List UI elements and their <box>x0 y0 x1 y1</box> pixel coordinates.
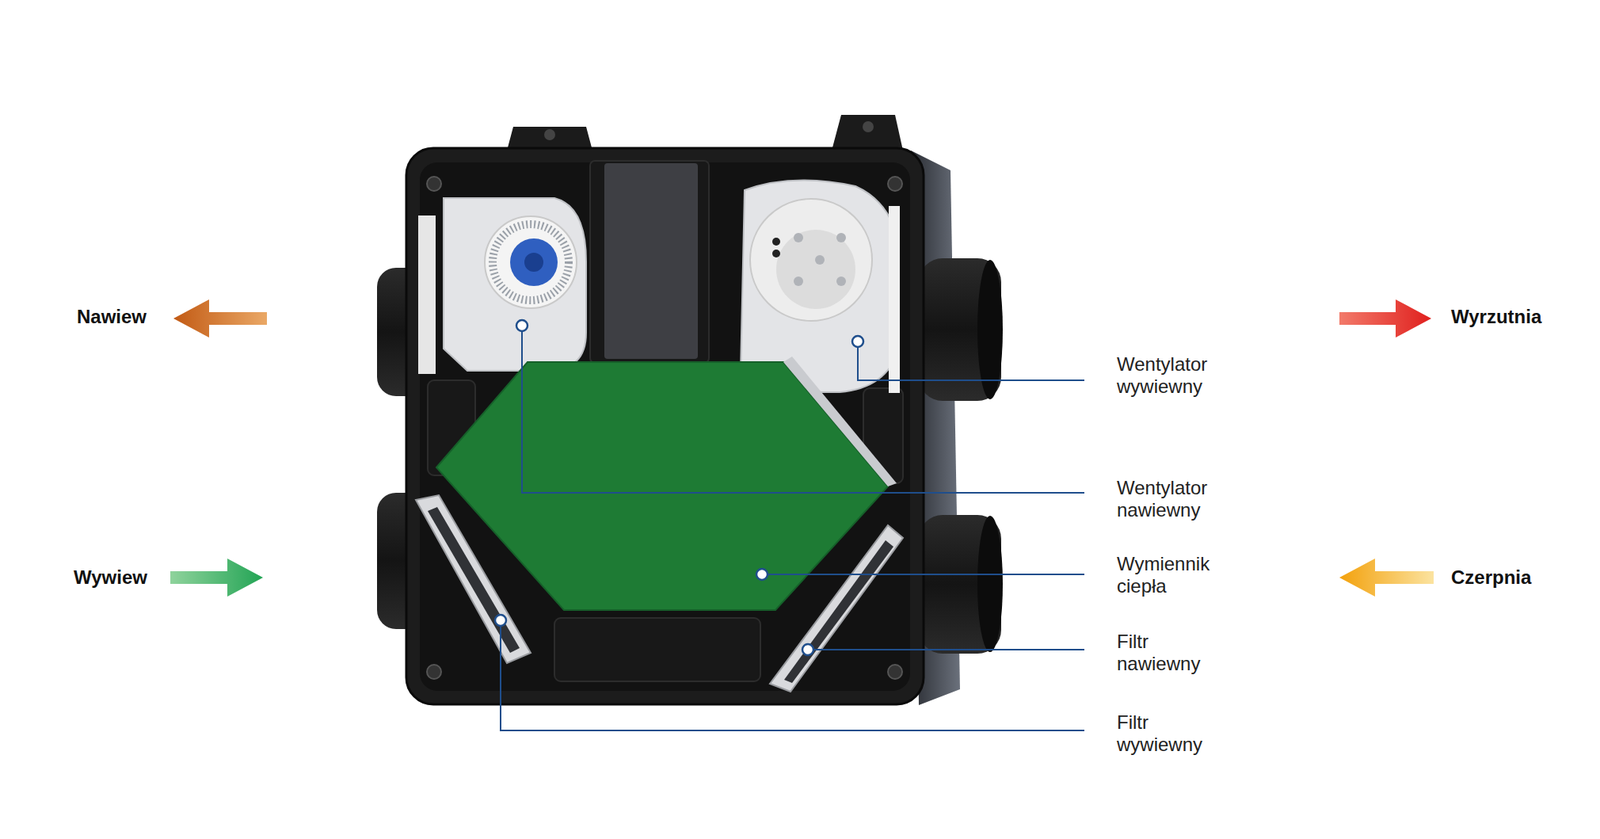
supply-fan <box>418 198 587 374</box>
part-label: Filtr wywiewny <box>1116 711 1224 756</box>
housing-inner <box>419 162 911 691</box>
filters <box>415 495 903 692</box>
part-label: Wymiennik ciepła <box>1116 552 1224 598</box>
part-label: Filtr nawiewny <box>1116 630 1224 675</box>
exchanger-edge <box>783 356 897 487</box>
leader-dots <box>495 320 864 656</box>
exhaust-fan <box>740 180 900 393</box>
mounting-tabs <box>506 114 903 151</box>
intake-arrow <box>1339 558 1434 597</box>
extract-arrow <box>170 558 263 597</box>
flow-label: Czerpnia <box>1451 566 1532 589</box>
flow-label: Wywiew <box>73 566 148 589</box>
supply-arrow <box>173 299 267 338</box>
flow-label: Nawiew <box>76 305 147 328</box>
part-label: Wentylator wywiewny <box>1116 353 1224 398</box>
housing <box>406 148 924 705</box>
part-label: Wentylator nawiewny <box>1116 476 1224 522</box>
leader-lines <box>500 325 1085 731</box>
exhaust-arrow <box>1339 299 1432 338</box>
flow-label: Wyrzutnia <box>1451 305 1542 328</box>
control-panel <box>604 163 698 359</box>
